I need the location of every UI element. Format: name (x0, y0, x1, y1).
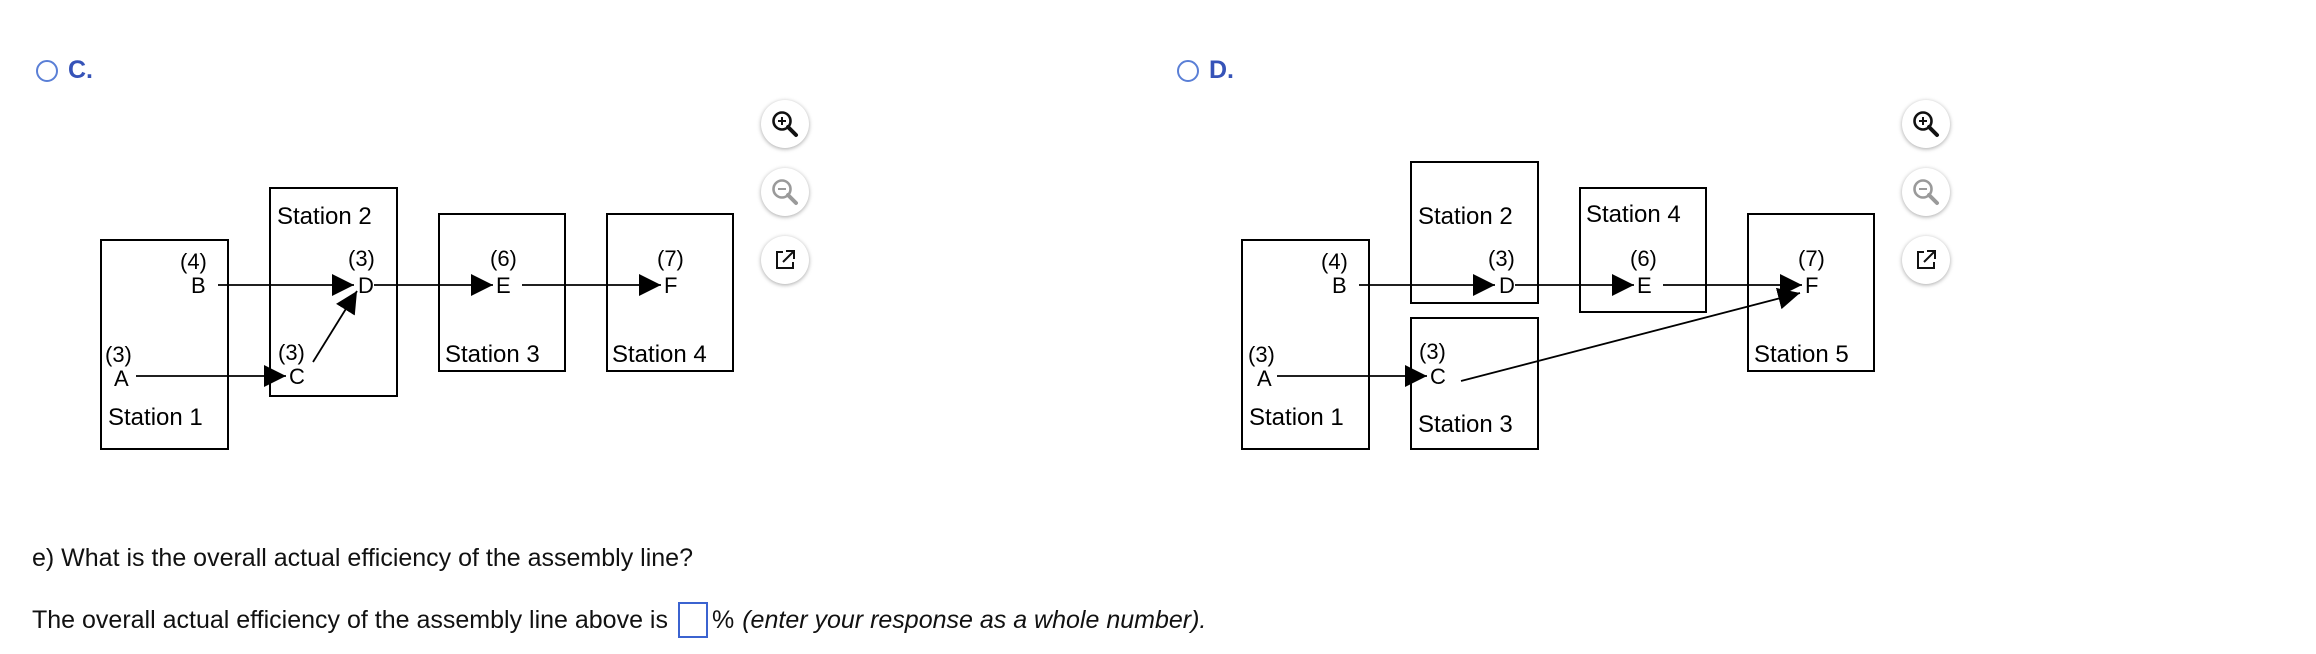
open-in-new-window-button[interactable] (1902, 236, 1950, 284)
zoom-out-button[interactable] (761, 168, 809, 216)
zoom-out-button[interactable] (1902, 168, 1950, 216)
answer-hint: (enter your response as a whole number). (742, 605, 1207, 634)
option-d-radio[interactable] (1177, 59, 1199, 82)
figure-tools-d (1902, 100, 1950, 284)
option-c-row[interactable]: C. (36, 56, 93, 85)
efficiency-answer-input[interactable] (678, 602, 708, 638)
open-in-new-window-button[interactable] (761, 236, 809, 284)
option-c-radio[interactable] (36, 59, 58, 82)
option-d-row[interactable]: D. (1177, 56, 1234, 85)
option-d: D. (1177, 0, 2277, 470)
external-link-icon (776, 250, 795, 269)
zoom-out-icon (1913, 179, 1939, 205)
question-text: e) What is the overall actual efficiency… (32, 544, 693, 572)
figure-tools-c (761, 100, 809, 284)
zoom-in-button[interactable] (761, 100, 809, 148)
external-link-icon (1917, 250, 1936, 269)
zoom-in-icon (1913, 111, 1939, 137)
zoom-in-icon (772, 111, 798, 137)
option-c-label[interactable]: C. (68, 56, 93, 84)
answer-prefix: The overall actual efficiency of the ass… (32, 605, 668, 634)
answer-suffix: % (712, 605, 735, 634)
option-c: C. (36, 0, 1136, 470)
zoom-out-icon (772, 179, 798, 205)
zoom-in-button[interactable] (1902, 100, 1950, 148)
answer-line: The overall actual efficiency of the ass… (32, 602, 1206, 638)
option-d-label[interactable]: D. (1209, 56, 1234, 84)
